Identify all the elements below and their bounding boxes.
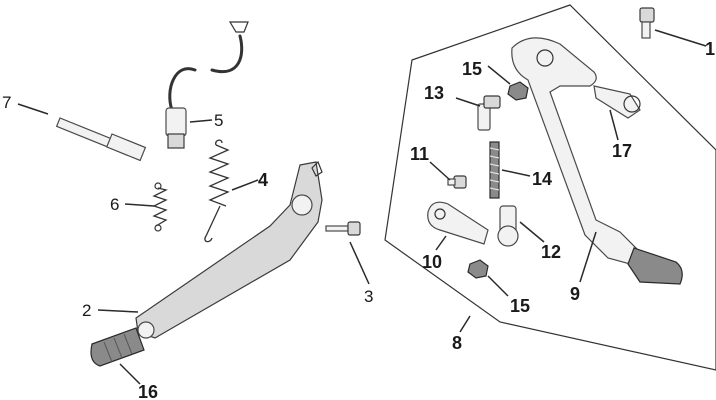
leader-15a — [487, 65, 511, 85]
leader-5 — [189, 119, 213, 123]
part-15-nut-top — [507, 81, 529, 101]
part-11-bolt — [447, 175, 467, 189]
part-16-grip — [90, 327, 145, 367]
callout-15-bottom: 15 — [510, 296, 530, 316]
part-6-spring — [152, 182, 168, 232]
leader-9 — [579, 231, 597, 283]
leader-4 — [231, 179, 259, 191]
leader-12 — [519, 221, 545, 243]
part-14-threaded-rod — [489, 141, 500, 199]
part-13-rod-end — [477, 95, 501, 131]
callout-16: 16 — [138, 382, 158, 400]
part-1-bolt — [639, 7, 655, 39]
part-2-kickstand — [135, 160, 323, 339]
part-4-spring — [204, 139, 230, 243]
callout-8: 8 — [452, 333, 462, 353]
callout-6: 6 — [110, 195, 119, 214]
callout-17: 17 — [612, 141, 632, 161]
leader-15b — [487, 275, 509, 297]
callout-10: 10 — [422, 252, 442, 272]
leader-13 — [455, 97, 481, 107]
leader-10 — [435, 235, 447, 251]
callout-12: 12 — [541, 242, 561, 262]
callout-15-top: 15 — [462, 59, 482, 79]
callout-7: 7 — [2, 93, 11, 112]
callout-1: 1 — [705, 39, 715, 59]
callout-14: 14 — [532, 169, 552, 189]
callout-3: 3 — [364, 287, 373, 306]
callout-11: 11 — [410, 144, 429, 164]
part-15-nut-bottom — [467, 259, 489, 279]
part-9-shift-lever — [511, 37, 641, 265]
part-12-rod-end — [497, 205, 519, 247]
callout-4: 4 — [258, 170, 268, 190]
leader-2 — [97, 309, 139, 313]
leader-1 — [654, 29, 707, 47]
part-10-bracket — [427, 201, 489, 245]
part-3-bolt — [325, 221, 361, 236]
part-17-pivot-pin — [593, 85, 641, 119]
assembly-outline — [384, 4, 716, 371]
callout-9: 9 — [570, 284, 580, 304]
leader-17 — [609, 109, 619, 141]
leader-6 — [124, 203, 155, 207]
part-5-switch — [165, 21, 249, 149]
leader-3 — [349, 241, 370, 285]
callout-2: 2 — [82, 301, 91, 320]
leader-7 — [17, 103, 49, 115]
leader-16 — [119, 363, 141, 385]
leader-8 — [459, 315, 471, 333]
callout-5: 5 — [214, 111, 223, 130]
callout-13: 13 — [424, 83, 444, 103]
leader-11 — [429, 161, 451, 181]
leader-14 — [501, 169, 531, 177]
part-9-foot-peg — [627, 247, 683, 285]
part-7-rod — [55, 117, 147, 162]
